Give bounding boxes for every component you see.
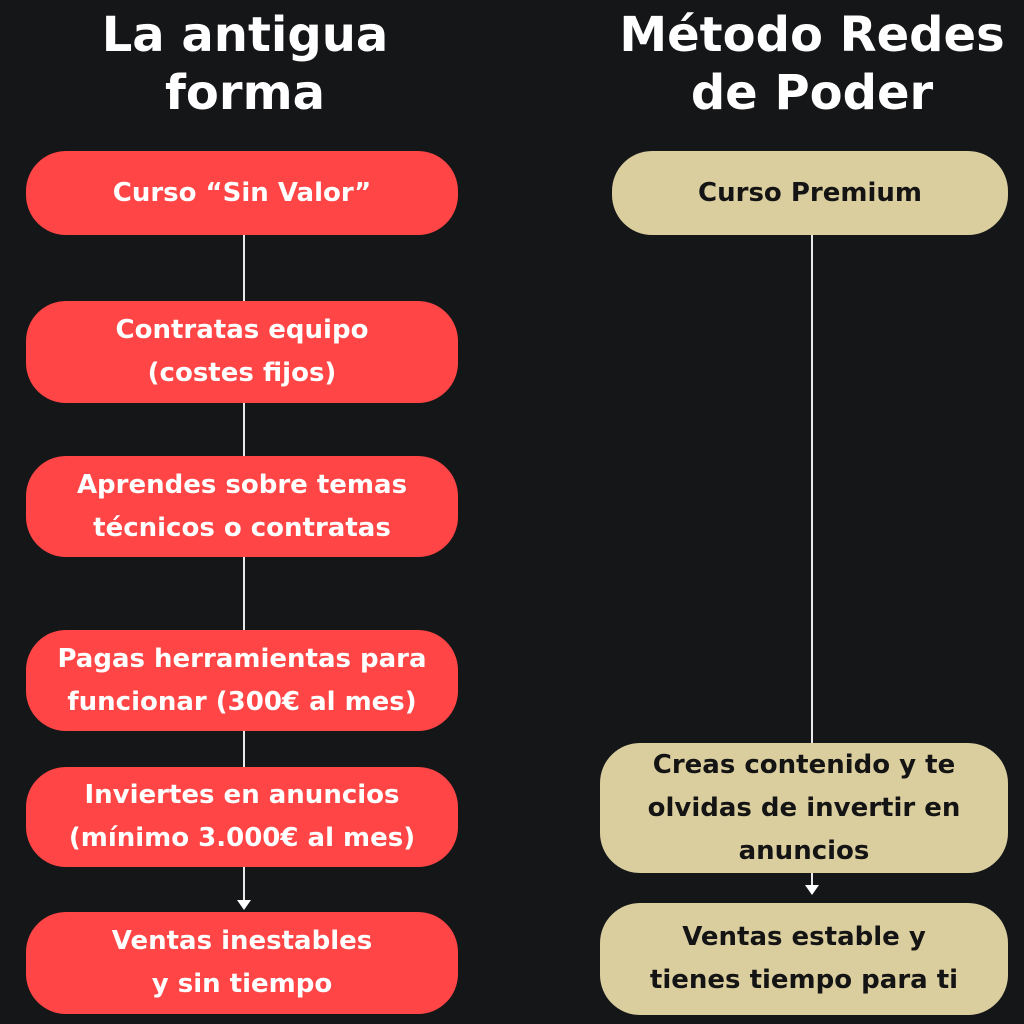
old-way-step: Curso “Sin Valor” — [26, 151, 458, 235]
new-way-step: Curso Premium — [612, 151, 1008, 235]
old-way-step: Inviertes en anuncios (mínimo 3.000€ al … — [26, 767, 458, 867]
old-way-title: La antigua forma — [101, 7, 389, 121]
old-way-step: Pagas herramientas para funcionar (300€ … — [26, 630, 458, 731]
new-way-step: Creas contenido y te olvidas de invertir… — [600, 743, 1008, 873]
old-way-connector — [243, 234, 245, 301]
new-way-step: Ventas estable y tienes tiempo para ti — [600, 903, 1008, 1015]
old-way-connector — [243, 866, 245, 902]
arrow-down-icon — [237, 900, 251, 910]
old-way-step: Contratas equipo (costes fijos) — [26, 301, 458, 403]
old-way-connector — [243, 402, 245, 456]
old-way-connector — [243, 730, 245, 768]
old-way-step: Aprendes sobre temas técnicos o contrata… — [26, 456, 458, 557]
new-way-connector — [811, 234, 813, 744]
new-way-connector — [811, 872, 813, 886]
old-way-connector — [243, 556, 245, 630]
old-way-step: Ventas inestables y sin tiempo — [26, 912, 458, 1014]
new-way-title: Método Redes de Poder — [619, 7, 1005, 121]
arrow-down-icon — [805, 885, 819, 895]
